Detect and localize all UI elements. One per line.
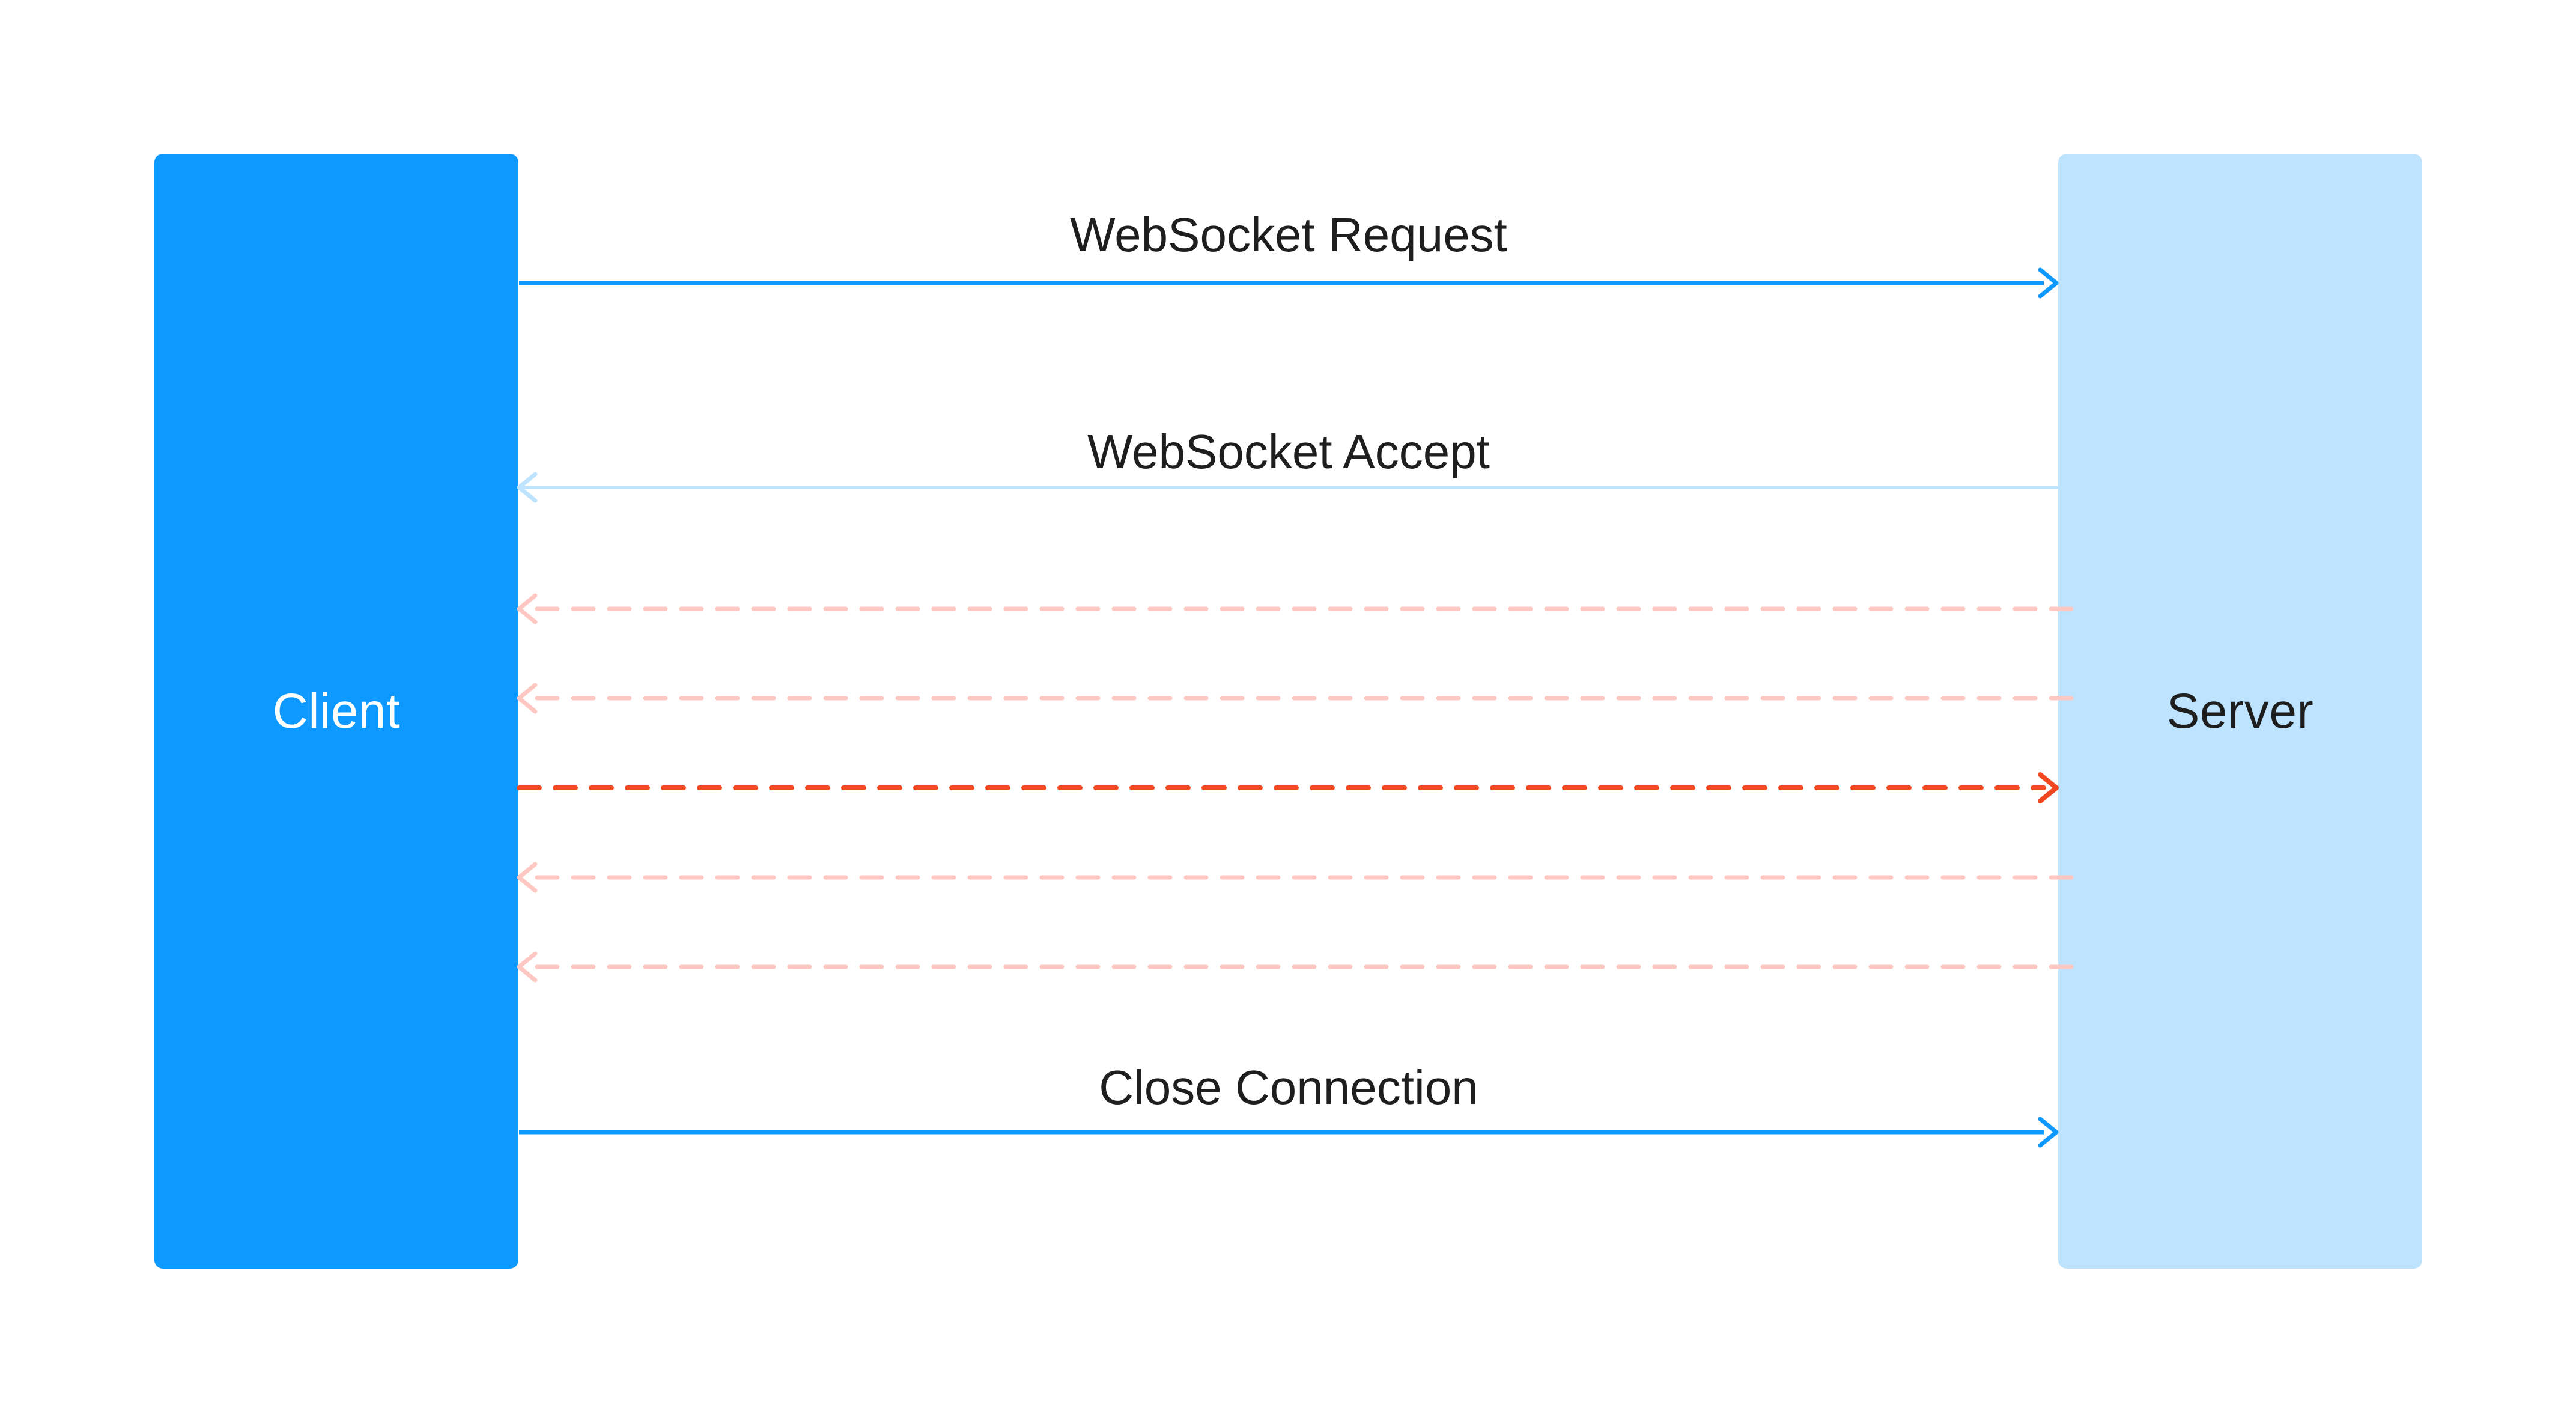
message-arrow-dashed-message-7 [517, 951, 2079, 983]
server-actor-box: Server [2058, 154, 2422, 1269]
server-actor-label: Server [2166, 683, 2314, 739]
client-actor-label: Client [272, 683, 401, 739]
message-arrow-dashed-message-4 [517, 683, 2079, 714]
message-arrow-websocket-accept [517, 472, 2058, 503]
arrowhead-icon [2038, 267, 2059, 299]
message-arrow-websocket-request [519, 267, 2059, 299]
arrowhead-icon [517, 593, 538, 624]
arrowhead-icon [2038, 772, 2059, 803]
message-arrow-dashed-message-5 [517, 772, 2059, 803]
arrowhead-icon [517, 683, 538, 714]
message-arrow-dashed-message-3 [517, 593, 2079, 624]
arrowhead-icon [517, 862, 538, 893]
arrowhead-icon [2038, 1117, 2059, 1148]
arrowhead-icon [517, 951, 538, 983]
message-label-websocket-request: WebSocket Request [1070, 208, 1507, 261]
message-label-websocket-accept: WebSocket Accept [1087, 425, 1490, 478]
arrowhead-icon [517, 472, 538, 503]
message-arrow-dashed-message-6 [517, 862, 2079, 893]
message-arrow-close-connection [519, 1117, 2059, 1148]
client-actor-box: Client [154, 154, 518, 1269]
message-label-close-connection: Close Connection [1099, 1061, 1478, 1114]
